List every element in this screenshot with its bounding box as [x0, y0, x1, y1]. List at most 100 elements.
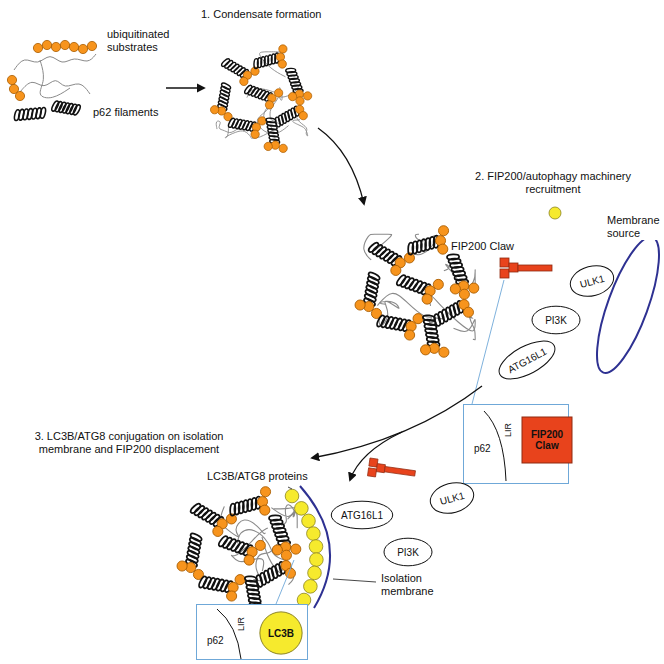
ubiquitin [264, 142, 272, 150]
ubiquitin [459, 289, 469, 299]
ubiquitin [463, 307, 473, 317]
protein-ellipse: ATG16L1 [492, 332, 563, 389]
ubiquitin [244, 555, 254, 565]
part-label: p62 filaments [92, 106, 159, 119]
ubiquitin [405, 330, 415, 340]
ubiquitin [235, 575, 245, 585]
ubiquitin [42, 40, 51, 49]
interaction-inset: LC3B p62 LIR [196, 604, 308, 660]
lc3b-protein [308, 566, 322, 580]
protein-name: p62 [207, 635, 224, 646]
ubiquitin [450, 284, 460, 294]
ubiquitin [7, 75, 16, 84]
ubiquitin [69, 42, 78, 51]
leader-line [472, 280, 504, 404]
ubiquitin [469, 283, 479, 293]
ubiquitin [438, 244, 448, 254]
ubiquitin [413, 314, 423, 324]
ubiquitin [240, 77, 248, 85]
substrate-chain [14, 54, 96, 70]
substrate-chain [40, 60, 70, 98]
ubiquitin [87, 41, 96, 50]
condensate [177, 487, 301, 619]
lc3b-protein [304, 580, 318, 594]
ubiquitin [227, 591, 237, 601]
interaction-inset: FIP200 Claw p62 LIR [463, 404, 569, 484]
ubiquitin [213, 526, 223, 536]
protein-name: PI3K [545, 315, 567, 326]
p62-filament [13, 107, 48, 122]
ubiquitin [272, 545, 282, 555]
membrane-source-shape [585, 231, 664, 380]
motif-name: LIR [237, 617, 247, 631]
ubiquitin [255, 540, 265, 550]
leader-line [288, 487, 292, 489]
ubiquitin [303, 92, 311, 100]
substrate-chain [469, 316, 475, 340]
ubiquitin [33, 43, 42, 52]
leader-line [276, 560, 294, 604]
lc3b-protein [285, 489, 299, 503]
isolation-membrane-shape [300, 486, 330, 608]
ubiquitin [251, 130, 259, 138]
ubiquitin [60, 40, 69, 49]
ubiquitin [278, 60, 286, 68]
lc3b-protein [309, 540, 323, 554]
stage-heading: 3. LC3B/ATG8 conjugation on isolation me… [14, 430, 244, 456]
stage-heading: 2. FIP200/autophagy machinery recruitmen… [462, 170, 644, 196]
part-label: ubiquitinated substrates [106, 28, 182, 54]
loose-components [7, 40, 96, 121]
ubiquitin [260, 505, 270, 515]
leader-line [333, 579, 376, 582]
motif-name: LIR [504, 423, 514, 437]
fip200-claw-shape [500, 258, 552, 278]
ubiquitin [274, 89, 282, 97]
part-label: Isolation membrane [380, 572, 446, 598]
ubiquitin [260, 487, 270, 497]
protein-ellipse: PI3K [531, 305, 581, 335]
protein-ellipse: ATG16L1 [330, 500, 394, 530]
ubiquitin [288, 92, 296, 100]
ubiquitin [15, 91, 24, 100]
stage-heading: 1. Condensate formation [200, 8, 322, 21]
ubiquitin [51, 42, 60, 51]
condensate [210, 45, 311, 153]
stage-arrow [312, 386, 482, 458]
protein-name: PI3K [397, 547, 419, 558]
lc3b-protein [302, 514, 316, 528]
protein-name: ATG16L1 [341, 510, 383, 521]
ubiquitin [299, 111, 307, 119]
ubiquitin [279, 45, 287, 53]
lc3b-circle: LC3B [259, 611, 303, 655]
substrate-chain [238, 530, 294, 585]
part-label: LC3B/ATG8 proteins [206, 470, 309, 483]
part-label: Membrane source [606, 214, 662, 240]
ubiquitin [439, 347, 449, 357]
ubiquitin [296, 97, 304, 105]
part-label: FIP200 Claw [450, 240, 515, 253]
protein-name: p62 [474, 443, 491, 454]
protein-ellipse: PI3K [383, 537, 433, 567]
fip200-claw-shape [367, 458, 416, 482]
ubiquitin [422, 294, 432, 304]
substrate-chain [260, 52, 286, 77]
fip200-claw-box: FIP200 Claw [522, 417, 572, 463]
p62-filament [50, 100, 81, 117]
ubiquitin [291, 544, 301, 554]
protein-ellipse: ULK1 [426, 477, 479, 520]
ubiquitin [391, 265, 401, 275]
ubiquitin [78, 44, 87, 53]
substrate-chain [364, 234, 392, 260]
stage-arrow [166, 87, 204, 88]
ubiquitin [438, 226, 448, 236]
ubiquitin [258, 117, 266, 125]
ubiquitin [210, 106, 218, 114]
ubiquitin [433, 279, 443, 289]
ubiquitin [281, 550, 291, 560]
lc3b-precursor [549, 207, 561, 219]
protein-name: FIP200 Claw [522, 429, 572, 451]
ubiquitin [421, 345, 431, 355]
stage-arrow [318, 128, 364, 204]
ubiquitin [355, 300, 365, 310]
ubiquitin [279, 144, 287, 152]
